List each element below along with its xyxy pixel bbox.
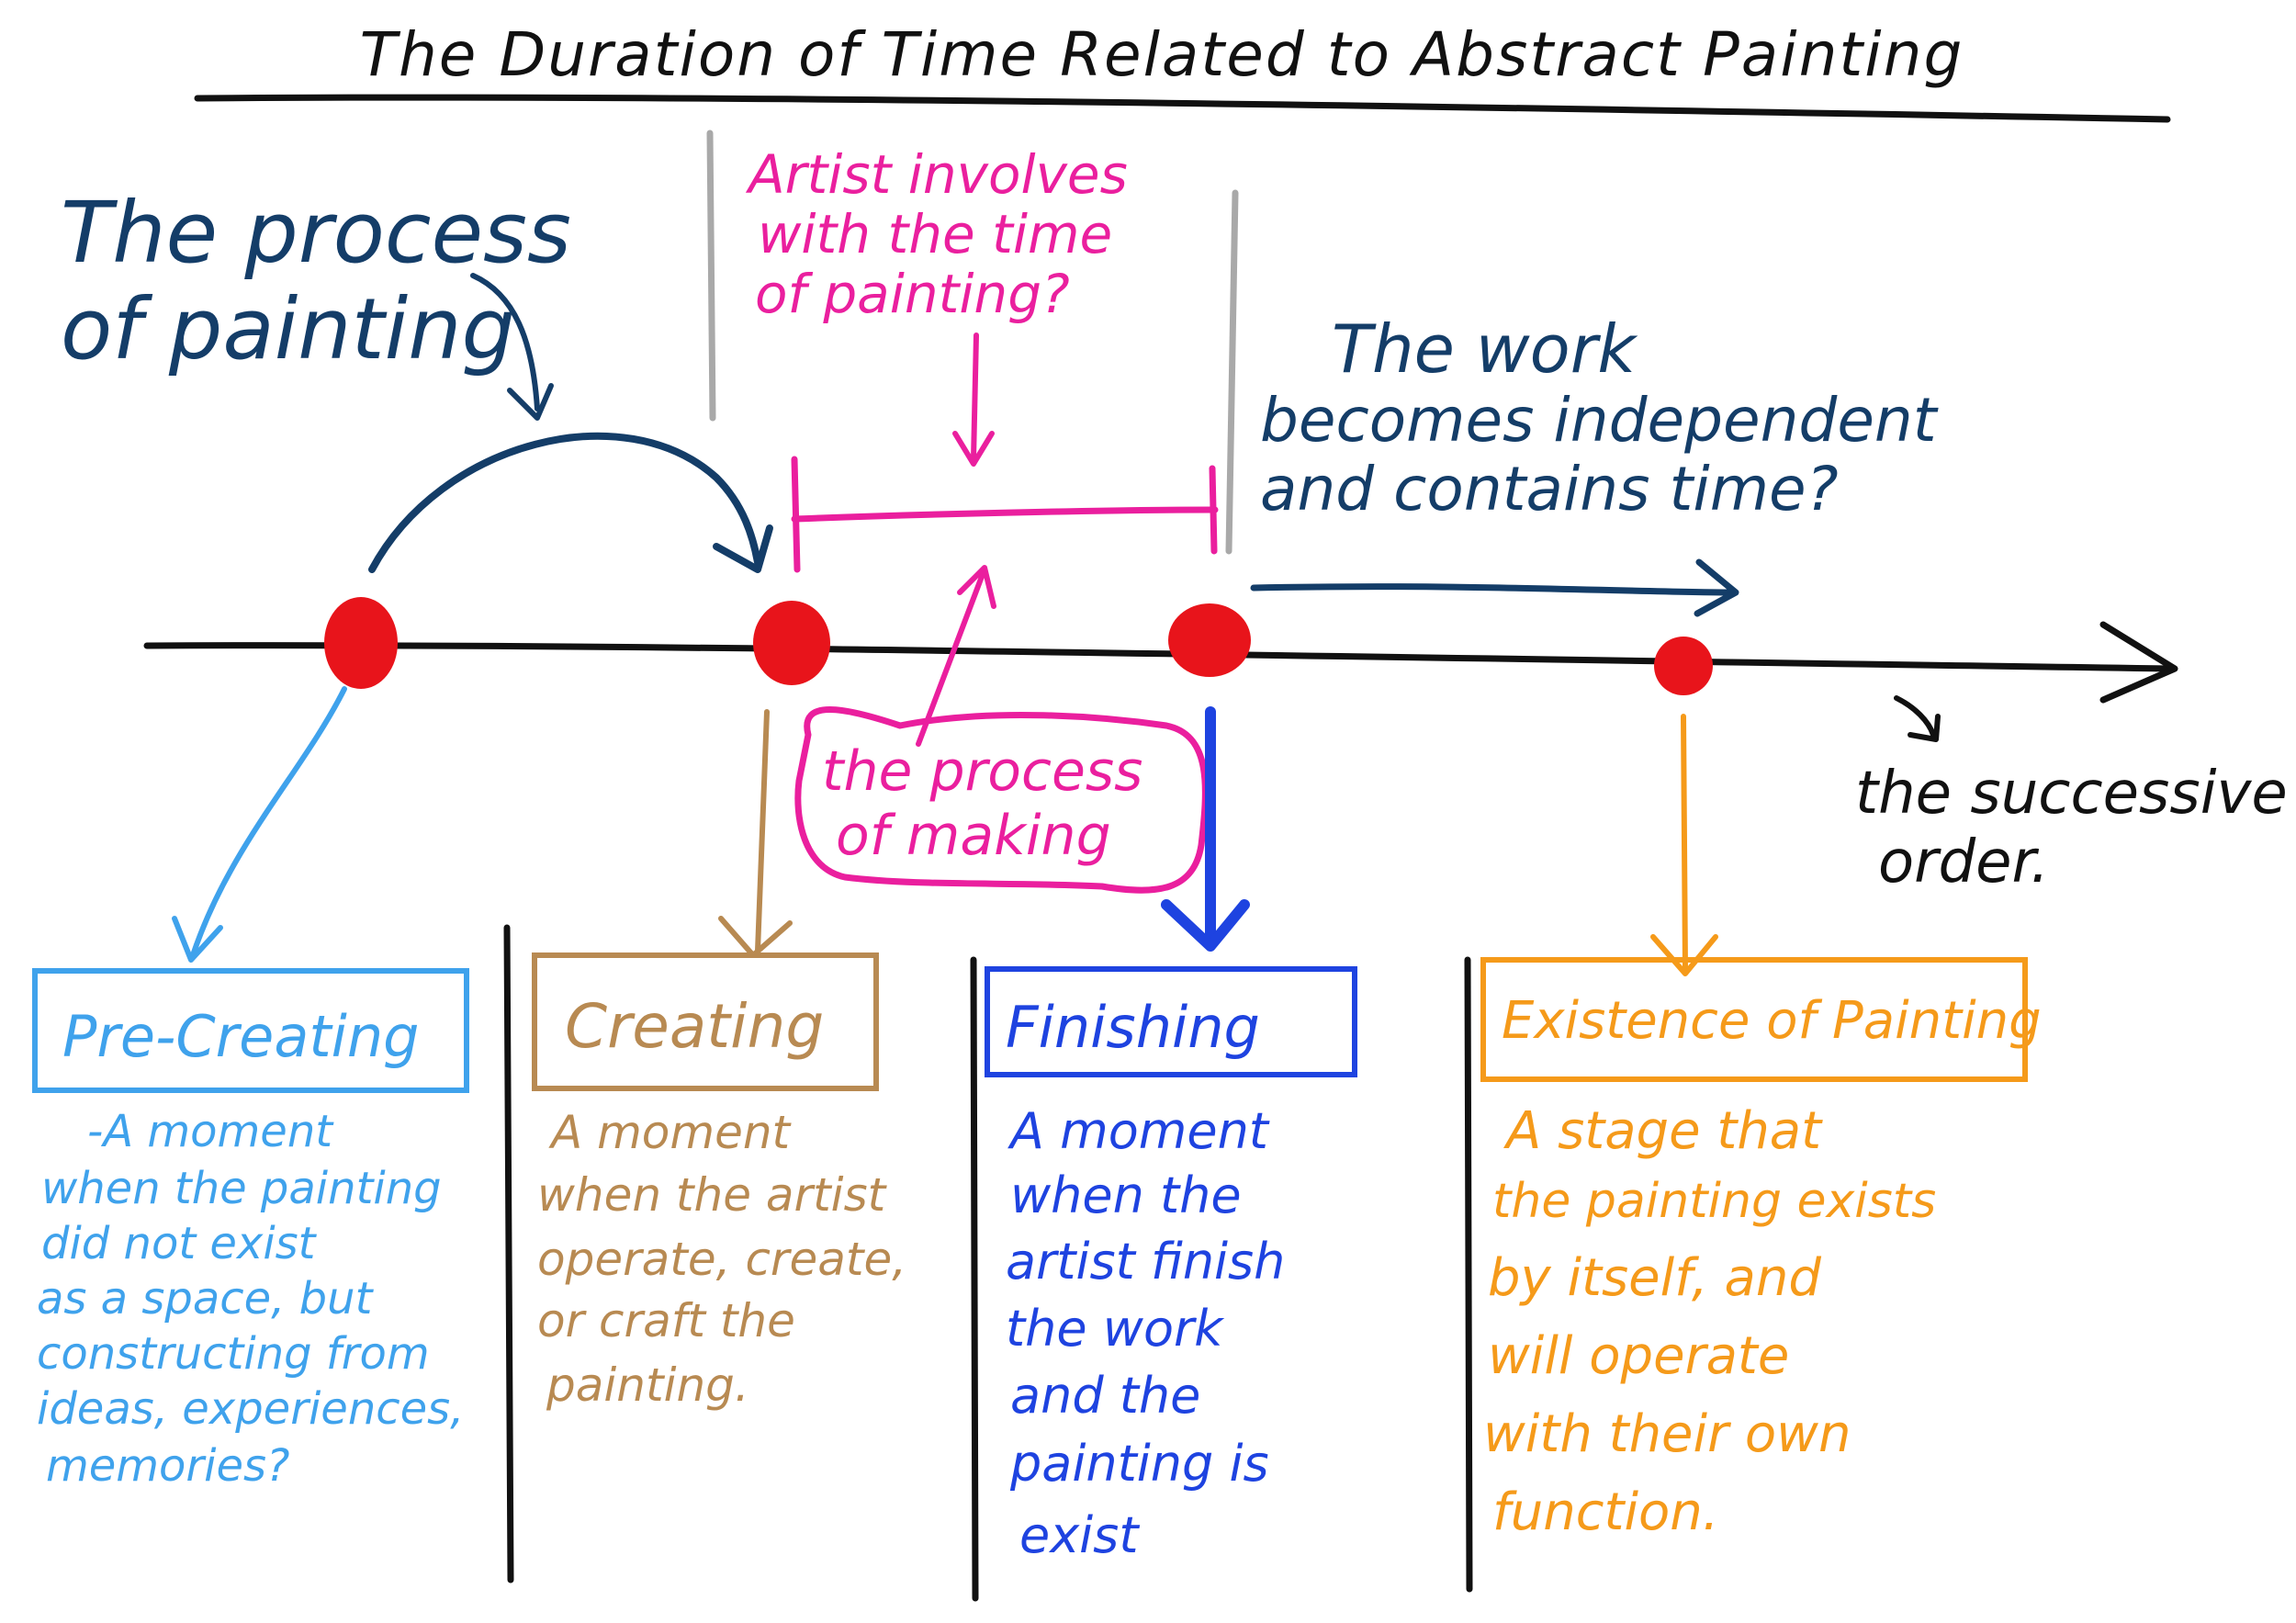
arc-pre-creating-to-creating: [368, 432, 761, 573]
svg-text:operate, create,: operate, create,: [537, 1233, 906, 1286]
timeline-dot-existence: [1654, 637, 1713, 695]
label-work-independent: The work becomes independent and contain…: [1260, 310, 1939, 524]
svg-text:Artist involves: Artist involves: [745, 143, 1128, 206]
arrowhead-existence-icon: [1650, 934, 1718, 976]
arrowhead-arc-icon: [713, 524, 773, 573]
timeline-dot-creating: [753, 601, 830, 685]
stage-pre-creating: Pre-Creating -A moment when the painting…: [32, 968, 469, 1492]
arrow-artist-involves-down: [971, 332, 979, 462]
svg-text:with their own: with their own: [1483, 1404, 1851, 1464]
svg-text:when the artist: when the artist: [537, 1168, 888, 1222]
svg-text:the successive: the successive: [1855, 760, 2288, 828]
svg-text:the painting exists: the painting exists: [1492, 1174, 1936, 1229]
svg-text:of making: of making: [836, 804, 1111, 868]
svg-text:becomes independent: becomes independent: [1260, 385, 1939, 456]
stage-existence-title: Existence of Painting: [1502, 991, 2042, 1051]
stage-creating-title: Creating: [565, 991, 824, 1062]
arrow-work-independent: [1250, 583, 1735, 596]
duration-bracket-left-tick: [791, 456, 801, 573]
stage-creating-box: [532, 952, 879, 1091]
column-divider-1: [503, 924, 514, 1584]
svg-text:or craft the: or craft the: [537, 1294, 795, 1347]
svg-text:The process: The process: [61, 184, 571, 282]
arrow-making-to-bracket: [916, 571, 985, 747]
stage-existence-box: [1480, 957, 2028, 1082]
arrowhead-finishing-icon: [1161, 899, 1250, 952]
svg-text:with the time: with the time: [758, 203, 1112, 265]
timeline-axis: [143, 642, 2176, 672]
column-divider-2: [970, 956, 979, 1602]
svg-text:exist: exist: [1019, 1506, 1140, 1564]
duration-bracket-right-tick: [1209, 465, 1218, 555]
timeline-dot-finishing: [1168, 603, 1251, 677]
arrowhead-creating-icon: [718, 916, 793, 958]
gray-bracket-left: [706, 130, 716, 422]
arrowhead-artist-involves-icon: [952, 431, 995, 467]
arrow-to-pre-creating: [190, 686, 347, 958]
column-divider-3: [1464, 956, 1473, 1593]
svg-text:will operate: will operate: [1488, 1326, 1789, 1386]
stage-finishing-title: Finishing: [1006, 994, 1260, 1061]
label-artist-involves: Artist involves with the time of paintin…: [745, 143, 1128, 325]
arrow-to-existence: [1681, 714, 1688, 972]
svg-text:function.: function.: [1492, 1482, 1719, 1542]
svg-text:order.: order.: [1878, 828, 2049, 896]
svg-text:A stage that: A stage that: [1503, 1101, 1823, 1161]
process-of-making-bubble: [794, 706, 1209, 894]
svg-text:painting is: painting is: [1009, 1435, 1269, 1493]
arrow-process-to-arc: [470, 273, 540, 411]
svg-text:of painting?: of painting?: [755, 263, 1070, 325]
svg-text:-A moment: -A moment: [87, 1106, 334, 1157]
arrowhead-making-icon: [957, 565, 996, 609]
title-underline: [194, 94, 2171, 123]
svg-text:constructing from: constructing from: [37, 1328, 430, 1380]
svg-text:as a space, but: as a space, but: [37, 1273, 375, 1324]
label-process-of-painting: The process of painting: [61, 184, 571, 378]
timeline-arrowhead-icon: [2099, 621, 2178, 704]
duration-bracket-bar: [791, 506, 1219, 523]
svg-text:by itself, and: by itself, and: [1488, 1248, 1821, 1308]
timeline-dot-pre-creating: [324, 597, 398, 689]
svg-text:and the: and the: [1010, 1367, 1200, 1425]
svg-text:of painting: of painting: [61, 280, 515, 378]
svg-text:when the: when the: [1010, 1167, 1242, 1224]
arrow-successive-order: [1894, 695, 1936, 738]
svg-text:did not exist: did not exist: [41, 1218, 318, 1269]
arrowhead-successive-icon: [1908, 714, 1941, 742]
arrowhead-pre-creating-icon: [172, 916, 223, 963]
svg-text:and contains time?: and contains time?: [1260, 454, 1839, 524]
svg-text:The work: The work: [1332, 310, 1638, 388]
gray-bracket-right: [1225, 189, 1239, 555]
label-process-of-making: the process of making: [822, 739, 1142, 868]
stage-creating: Creating A moment when the artist operat…: [532, 952, 906, 1412]
stage-pre-creating-title: Pre-Creating: [62, 1003, 420, 1070]
arrow-to-creating: [755, 709, 770, 953]
svg-text:memories?: memories?: [46, 1440, 290, 1492]
stage-pre-creating-box: [32, 968, 469, 1093]
label-successive-order: the successive order.: [1855, 760, 2288, 896]
svg-text:A moment: A moment: [1007, 1102, 1270, 1160]
stage-existence: Existence of Painting A stage that the p…: [1480, 957, 2042, 1542]
stage-finishing: Finishing A moment when the artist finis…: [985, 966, 1357, 1564]
arrowhead-work-independent-icon: [1694, 558, 1739, 617]
diagram-title: The Duration of Time Related to Abstract…: [360, 19, 1964, 90]
stage-finishing-box: [985, 966, 1357, 1077]
svg-text:A moment: A moment: [548, 1106, 793, 1159]
svg-text:painting.: painting.: [546, 1358, 749, 1412]
svg-text:artist finish: artist finish: [1006, 1233, 1285, 1291]
svg-text:ideas, experiences,: ideas, experiences,: [37, 1383, 464, 1435]
svg-text:when the painting: when the painting: [41, 1163, 442, 1214]
arrowhead-process-icon: [507, 383, 554, 421]
svg-text:the process: the process: [822, 739, 1142, 804]
svg-text:the work: the work: [1006, 1300, 1225, 1358]
